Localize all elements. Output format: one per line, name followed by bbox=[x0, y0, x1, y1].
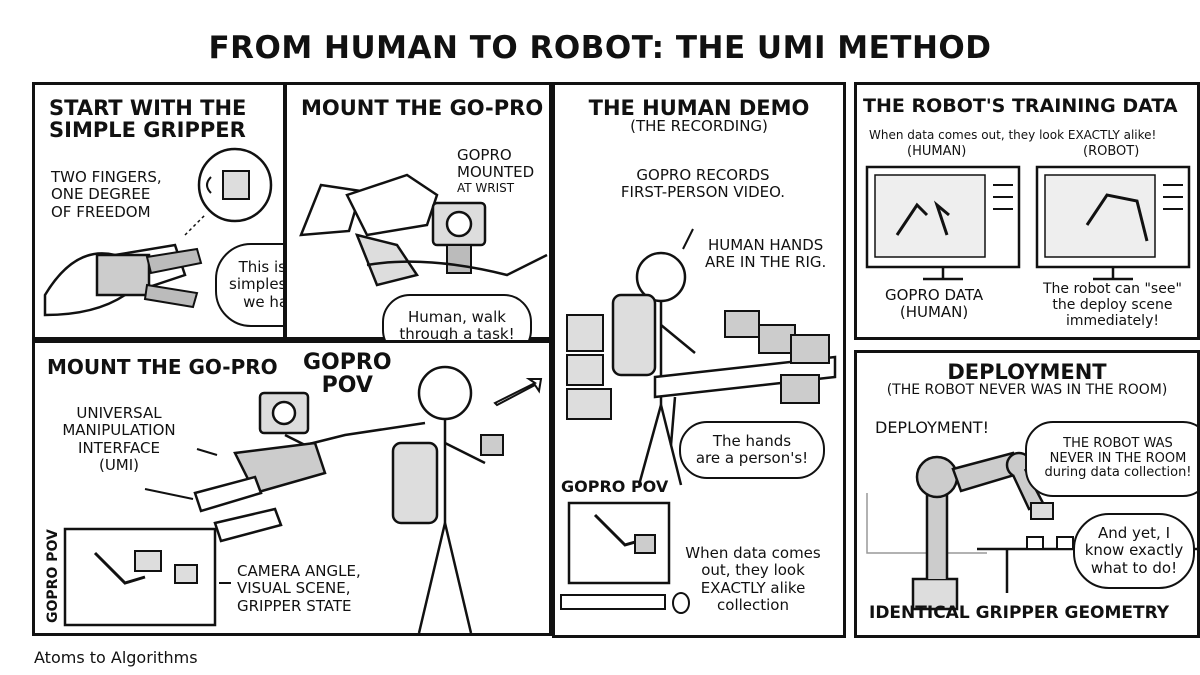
human-label: (HUMAN) bbox=[907, 144, 967, 159]
know-what-to-do-bubble: And yet, I know exactly what to do! bbox=[1073, 513, 1195, 589]
dof-annotation: TWO FINGERS, ONE DEGREE OF FREEDOM bbox=[51, 168, 162, 221]
panel-caption: MOUNT THE GO-PRO bbox=[47, 355, 278, 379]
pov-label: GOPRO POV bbox=[303, 350, 392, 399]
wrist-annotation: GOPRO MOUNTED AT WRIST bbox=[457, 146, 535, 195]
credit-text: Atoms to Algorithms bbox=[34, 648, 198, 667]
umi-annotation: UNIVERSAL MANIPULATION INTERFACE (UMI) bbox=[62, 404, 176, 474]
pov-label: GOPRO POV bbox=[561, 477, 669, 496]
monitors-illustration bbox=[865, 165, 1191, 281]
pov-note: CAMERA ANGLE, VISUAL SCENE, GRIPPER STAT… bbox=[237, 562, 361, 615]
panel-caption: DEPLOYMENT (THE ROBOT NEVER WAS IN THE R… bbox=[886, 360, 1168, 399]
robot-see-note: The robot can "see" the deploy scene imm… bbox=[1043, 281, 1182, 330]
gopro-records-annotation: GOPRO RECORDS FIRST-PERSON VIDEO. bbox=[620, 166, 786, 202]
data-note: When data comes out, they look EXACTLY a… bbox=[685, 544, 821, 614]
gopro-data-label: GOPRO DATA (HUMAN) bbox=[885, 286, 984, 322]
gripper-illustration bbox=[43, 147, 273, 317]
panel-caption: MOUNT THE GO-PRO bbox=[301, 96, 544, 120]
deployment-label: DEPLOYMENT! bbox=[875, 418, 989, 437]
panel-training-data: THE ROBOT'S TRAINING DATA When data come… bbox=[854, 82, 1200, 340]
gopro-wrist-illustration bbox=[299, 173, 548, 287]
hands-bubble: The hands are a person's! bbox=[679, 421, 825, 479]
comic-title: FROM HUMAN TO ROBOT: THE UMI METHOD bbox=[208, 30, 992, 66]
umi-illustration bbox=[63, 391, 505, 627]
never-in-room-bubble: THE ROBOT WAS NEVER IN THE ROOM during d… bbox=[1025, 421, 1197, 497]
panel-caption: START WITH THE SIMPLE GRIPPER bbox=[49, 96, 247, 143]
robot-label: (ROBOT) bbox=[1083, 144, 1140, 159]
panel-caption: THE HUMAN DEMO (THE RECORDING) bbox=[588, 96, 810, 136]
identical-geometry-footer: IDENTICAL GRIPPER GEOMETRY bbox=[869, 603, 1170, 623]
panel-deployment: DEPLOYMENT (THE ROBOT NEVER WAS IN THE R… bbox=[854, 350, 1200, 638]
panel-simple-gripper: START WITH THE SIMPLE GRIPPER TWO FINGER… bbox=[32, 82, 286, 340]
alike-subtitle: When data comes out, they look EXACTLY a… bbox=[869, 128, 1157, 142]
panel-human-demo: THE HUMAN DEMO (THE RECORDING) GOPRO REC… bbox=[552, 82, 846, 638]
speech-bubble: This is the simplest one we have. bbox=[215, 243, 283, 327]
panel-mount-gopro-bottom: MOUNT THE GO-PRO GOPRO POV UNIVERSAL MAN… bbox=[32, 340, 552, 636]
stick-figure bbox=[391, 365, 543, 633]
panel-caption: THE ROBOT'S TRAINING DATA bbox=[863, 95, 1178, 117]
demo-illustration bbox=[560, 228, 837, 614]
robot-arm-illustration bbox=[866, 451, 1197, 611]
human-hands-annotation: HUMAN HANDS ARE IN THE RIG. bbox=[705, 236, 827, 272]
